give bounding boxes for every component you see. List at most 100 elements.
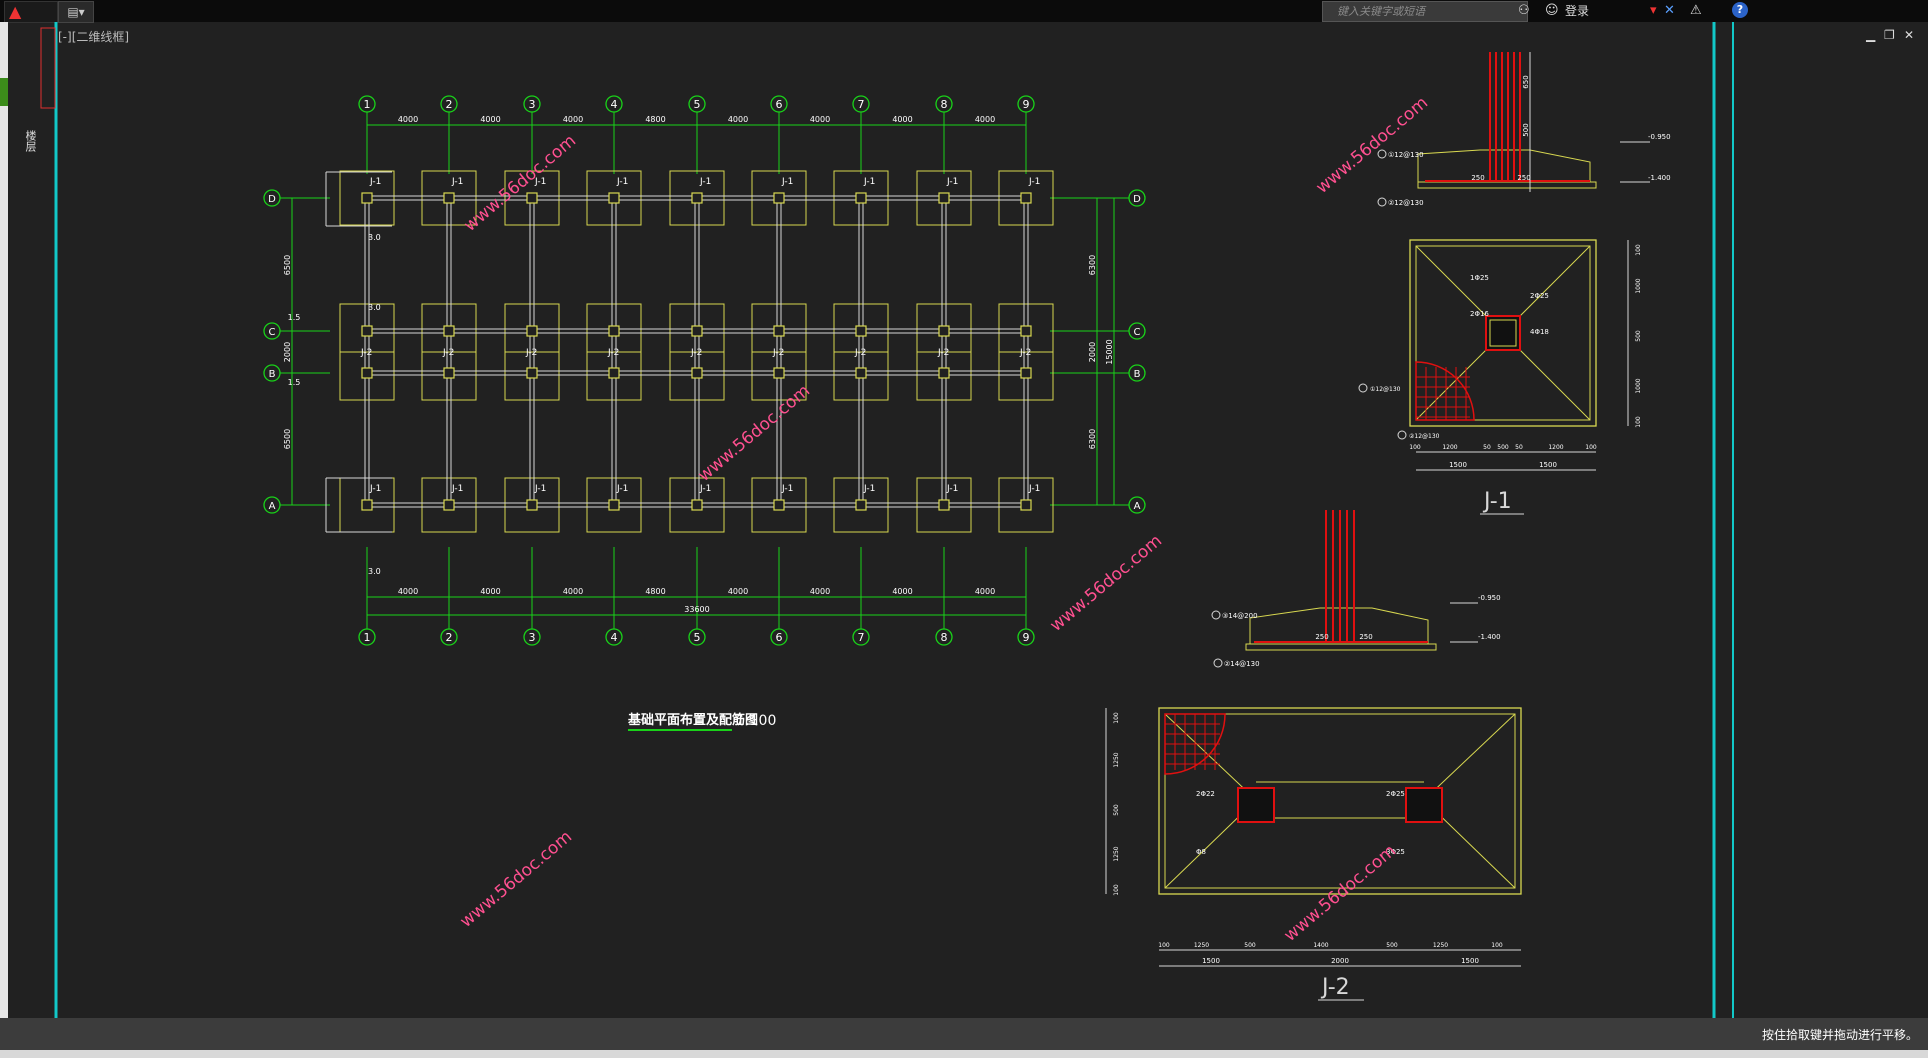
dropdown-icon[interactable]: ▾ [1650,3,1657,18]
j2-base-dim: 250 [1315,633,1328,641]
j1-elev-bottom: -1.400 [1648,174,1671,182]
j2-bottom-dim: 100 [1491,942,1503,949]
j2-plan-outer [1158,707,1522,895]
binoculars-icon[interactable]: ⚇ [1518,3,1530,18]
footing-j1-label: J-1 [699,177,711,187]
footing-j1 [751,170,807,226]
column-stub [526,499,538,511]
viewport-controls[interactable]: [-][二维线框] [58,30,130,44]
footing-j1 [669,170,725,226]
footing-j1 [586,170,642,226]
column-stub [938,367,950,379]
footing-j1-label: J-1 [451,177,463,187]
j1-plan-note: 4Φ18 [1530,328,1549,336]
application-menu-button[interactable]: ▲ [4,1,58,23]
j1-elev-top: -0.950 [1648,133,1671,141]
j1-section-outline [1417,149,1591,182]
axis-number-bottom: 9 [1023,631,1030,644]
j1-total-dim: 1500 [1539,461,1557,469]
j1-base-dim: 250 [1517,174,1530,182]
column-stub [361,325,373,337]
footing-j2-label: J-2 [1019,348,1031,358]
user-icon[interactable]: ☺ [1545,3,1559,18]
j2-plan-note: 2Φ22 [1196,790,1215,798]
column-stub [691,325,703,337]
footing-j2-label: J-2 [772,348,784,358]
left-edge-panel [0,22,8,1036]
column-stub [855,367,867,379]
top-span-dim: 4800 [645,115,665,124]
login-button[interactable]: 登录 [1565,4,1590,18]
axis-number-top: 2 [446,98,453,111]
j2-total-dim: 1500 [1202,957,1220,965]
footing-j1-label: J-1 [1028,177,1040,187]
watermark-text: www.56doc.com [1312,93,1432,198]
axis-letter-right: B [1134,369,1141,380]
j1-title: J-1 [1482,489,1512,514]
column-stub [691,192,703,204]
footing-j2-label: J-2 [937,348,949,358]
autocad-logo-icon: ▲ [9,2,22,21]
footing-j2-label: J-2 [442,348,454,358]
quick-access-toolbar[interactable]: ▤▾ [58,1,94,23]
j2-total-dim: 1500 [1461,957,1479,965]
close-icon[interactable]: ✕ [1904,28,1915,42]
footing-j1-label: J-1 [369,484,381,494]
restore-icon[interactable]: ❐ [1884,28,1895,42]
j1-bottom-dim: 1200 [1442,444,1457,451]
help-icon[interactable]: ? [1732,2,1748,18]
footing-j1-label: J-1 [863,177,875,187]
footing-j1-label: J-1 [699,484,711,494]
axis-number-top: 7 [858,98,865,111]
network-icon[interactable]: ⚠ [1690,3,1702,18]
bottom-edge [0,1050,1928,1058]
column-stub [443,325,455,337]
axis-number-bottom: 6 [776,631,783,644]
drawing-canvas[interactable]: 1122334455667788994000400040004000400040… [0,22,1928,1018]
j1-bottom-dim: 100 [1585,444,1597,451]
axis-number-top: 1 [364,98,371,111]
footing-j1 [998,170,1054,226]
footing-j1 [421,477,477,533]
j1-rebar-callout [1377,149,1387,159]
search-input[interactable]: 键入关键字或短语 [1322,1,1528,22]
column-stub [361,192,373,204]
axis-number-bottom: 8 [941,631,948,644]
column-stub [773,367,785,379]
status-bar: 按住拾取键并拖动进行平移。 [0,1018,1928,1050]
column-stub [443,499,455,511]
left-panel-label: 楼层 [24,130,37,152]
bottom-span-dim: 4000 [480,587,500,596]
axis-letter-left: A [269,501,276,512]
axis-number-top: 8 [941,98,948,111]
left-green-tab[interactable] [0,78,8,106]
left-dim: 2000 [283,342,292,362]
j2-title: J-2 [1320,975,1350,1000]
top-span-dim: 4000 [810,115,830,124]
exchange-icon[interactable]: ✕ [1664,3,1675,18]
axis-letter-right: A [1134,501,1141,512]
bottom-span-dim: 4000 [810,587,830,596]
watermark-text: www.56doc.com [456,827,576,932]
j2-side-dim: 1250 [1113,752,1120,767]
minimize-icon[interactable]: ▁ [1866,28,1876,42]
j2-elev-bottom: -1.400 [1478,633,1501,641]
column-stub [526,367,538,379]
j1-rebar-note: ②12@130 [1388,199,1424,207]
footing-j2-label: J-2 [360,348,372,358]
j2-rebar-note: ②14@130 [1224,660,1260,668]
axis-letter-left: D [268,194,276,205]
footing-j1-label: J-1 [451,484,463,494]
top-span-dim: 4000 [398,115,418,124]
footing-j1-label: J-1 [369,177,381,187]
plan-scale: 1:100 [736,713,776,729]
column-stub [443,367,455,379]
column-stub [855,499,867,511]
column-stub [1020,499,1032,511]
j2-rebar-callout [1211,610,1221,620]
j1-plan-note: 2Φ16 [1470,310,1489,318]
footing-j1 [998,477,1054,533]
bottom-span-dim: 4000 [563,587,583,596]
left-dim: 1.5 [288,313,301,322]
watermark-text: www.56doc.com [694,381,814,486]
